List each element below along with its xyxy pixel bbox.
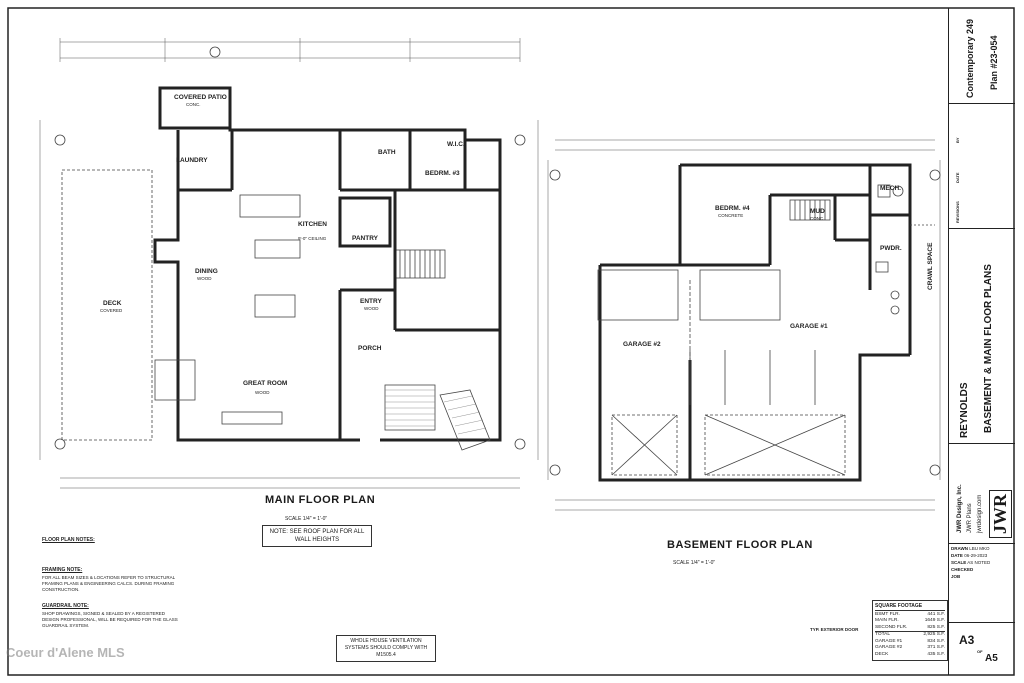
square-footage-table: SQUARE FOOTAGE BSMT FLR.441 S.F. MAIN FL…	[872, 600, 948, 661]
square-footage-title: SQUARE FOOTAGE	[875, 603, 945, 611]
exterior-door-note: TYP. EXTERIOR DOOR	[810, 627, 859, 632]
date-label: DATE	[955, 172, 960, 183]
room-label-entry: ENTRY	[360, 298, 382, 305]
revisions-label: REVISIONS	[955, 201, 960, 223]
sheet-number: A3	[959, 633, 975, 647]
sqft-row: BSMT FLR.441 S.F.	[875, 611, 945, 617]
room-label-crawl-space: CRAWL SPACE	[927, 242, 934, 290]
room-label-pwdr: PWDR.	[880, 245, 902, 252]
room-label-dining: DINING	[195, 268, 218, 275]
revisions-cell: BY DATE REVISIONS	[949, 103, 1015, 229]
room-label-deck: DECK	[103, 300, 122, 307]
sqft-row: SECOND FLR.825 S.F.	[875, 624, 945, 630]
company-name: JWR Design, Inc.	[957, 484, 963, 533]
room-label-bedroom-4: BEDRM. #4	[715, 205, 750, 212]
room-label-pantry: PANTRY	[352, 235, 379, 242]
sheet-title-cell: REYNOLDS BASEMENT & MAIN FLOOR PLANS	[949, 228, 1015, 444]
guardrail-note-text: SHOP DRAWINGS, SIGNED & SEALED BY A REGI…	[42, 611, 178, 628]
sqft-row: MAIN FLR.1649 S.F.	[875, 618, 945, 623]
ventilation-note: WHOLE HOUSE VENTILATION SYSTEMS SHOULD C…	[336, 635, 436, 662]
client-name: REYNOLDS	[959, 382, 970, 438]
basement-floor-plan-title: BASEMENT FLOOR PLAN	[667, 539, 813, 551]
title-block: Contemporary 249 Plan #23-054 BY DATE RE…	[948, 8, 1015, 675]
sheet-border	[7, 7, 1015, 676]
room-label-mud: MUD	[810, 208, 825, 215]
room-label-great-room: GREAT ROOM	[243, 380, 287, 387]
room-label-bedroom-3: BEDRM. #3	[425, 170, 460, 177]
plan-number: Plan #23-054	[989, 35, 999, 90]
svg-text:COVERED: COVERED	[100, 308, 123, 313]
roof-plan-note: NOTE: SEE ROOF PLAN FOR ALL WALL HEIGHTS	[262, 525, 372, 547]
main-floor-plan-scale: SCALE 1/4" = 1'-0"	[285, 516, 328, 522]
floor-plan-notes-title: FLOOR PLAN NOTES:	[42, 537, 95, 543]
svg-text:CONC.: CONC.	[186, 102, 201, 107]
sheet-of: OF	[977, 649, 983, 654]
room-label-bath: BATH	[378, 149, 396, 156]
by-label: BY	[955, 137, 960, 143]
company-logo: JWR	[989, 490, 1012, 538]
room-label-mech: MECH.	[880, 185, 901, 192]
room-label-covered-patio: COVERED PATIO	[174, 94, 227, 101]
room-label-porch: PORCH	[358, 345, 382, 352]
room-label-garage-1: GARAGE #1	[790, 323, 828, 330]
svg-text:CONC.: CONC.	[810, 216, 825, 221]
mls-watermark: Coeur d'Alene MLS	[6, 645, 125, 660]
sheet-total: A5	[985, 653, 998, 664]
basement-room-labels: BEDRM. #4 CONCRETE MUD CONC. MECH. PWDR.…	[623, 185, 934, 348]
main-floor-plan	[39, 38, 539, 489]
room-label-garage-2: GARAGE #2	[623, 341, 661, 348]
svg-text:9'-0" CEILING: 9'-0" CEILING	[298, 236, 327, 241]
svg-text:CONCRETE: CONCRETE	[718, 213, 743, 218]
basement-floor-plan-scale: SCALE 1/4" = 1'-0"	[673, 560, 716, 566]
guardrail-note-title: GUARDRAIL NOTE:	[42, 603, 89, 609]
company-sub: JWR Plans	[967, 503, 973, 533]
svg-text:WOOD: WOOD	[364, 306, 379, 311]
room-label-laundry: LAUNDRY	[176, 157, 208, 164]
company-cell: JWR Design, Inc. JWR Plans jwrdesign.com…	[949, 443, 1015, 544]
svg-text:WOOD: WOOD	[255, 390, 270, 395]
room-label-wic: W.I.C.	[447, 141, 465, 148]
basement-floor-plan	[547, 139, 941, 511]
plan-name: Contemporary 249	[965, 18, 975, 98]
company-site: jwrdesign.com	[977, 494, 983, 533]
drawing-info-cell: DRAWN LBU MKO DATE 06-29-2023 SCALE AS N…	[949, 543, 1015, 623]
framing-note-text: FOR ALL BEAM SIZES & LOCATIONS REFER TO …	[42, 575, 175, 592]
framing-note-title: FRAMING NOTE:	[42, 567, 83, 573]
plan-name-cell: Contemporary 249 Plan #23-054	[949, 8, 1015, 104]
main-floor-plan-title: MAIN FLOOR PLAN	[265, 494, 376, 506]
sheet-title: BASEMENT & MAIN FLOOR PLANS	[983, 264, 994, 433]
sheet-number-cell: A3 OF A5	[949, 623, 1015, 675]
svg-text:WOOD: WOOD	[197, 276, 212, 281]
room-label-kitchen: KITCHEN	[298, 221, 327, 228]
floor-plan-notes: FLOOR PLAN NOTES: FRAMING NOTE: FOR ALL …	[42, 537, 182, 629]
main-room-labels: COVERED PATIO CONC. LAUNDRY BATH BEDRM. …	[100, 94, 465, 395]
